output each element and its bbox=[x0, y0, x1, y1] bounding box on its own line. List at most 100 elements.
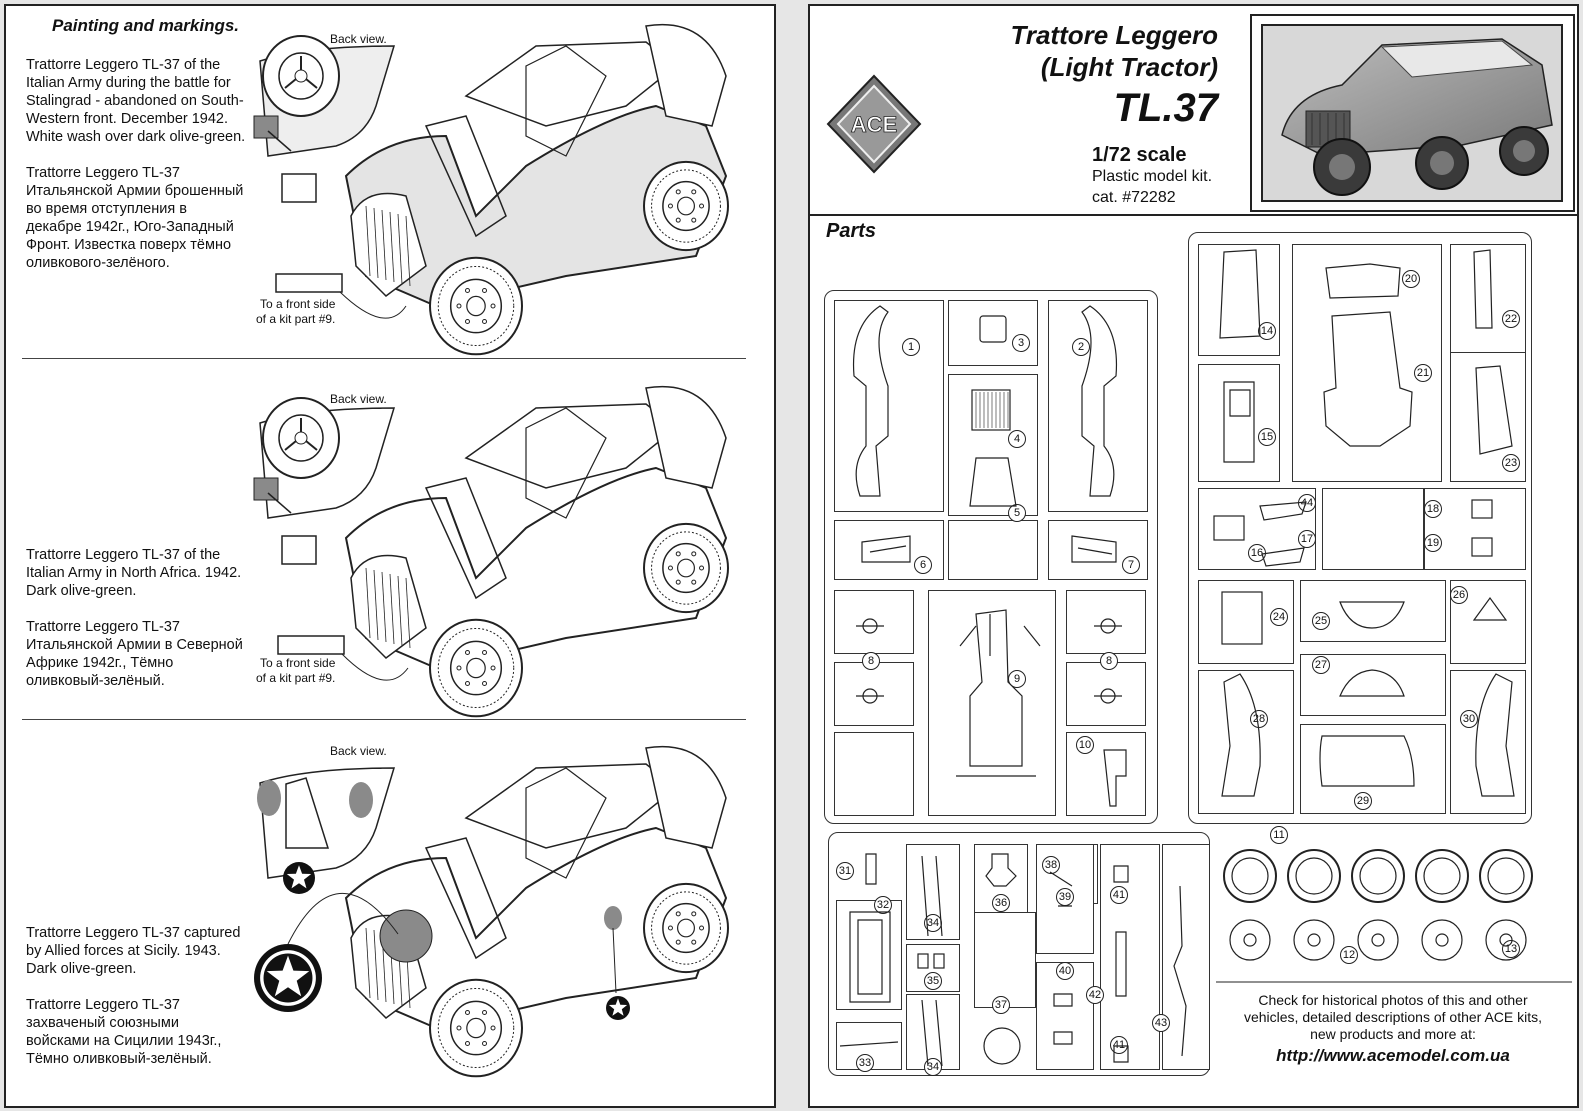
separator-2 bbox=[22, 719, 746, 720]
part-cell bbox=[1066, 590, 1146, 654]
rear-panel-1 bbox=[253, 115, 279, 139]
plate-decal-2 bbox=[281, 535, 317, 565]
part-number-42: 42 bbox=[1086, 986, 1104, 1004]
part-number-26: 26 bbox=[1450, 586, 1468, 604]
part-tyre-inner bbox=[1423, 857, 1461, 895]
part-tyre-11 bbox=[1223, 849, 1277, 903]
catalog-label: cat. #72282 bbox=[1092, 189, 1176, 206]
part-cell bbox=[1322, 488, 1424, 570]
part-35a bbox=[917, 953, 929, 969]
part-tyre-inner bbox=[1487, 857, 1525, 895]
part-29 bbox=[1319, 735, 1415, 787]
part-cell bbox=[1048, 300, 1148, 512]
part-23 bbox=[1475, 365, 1513, 455]
website-link[interactable]: http://www.acemodel.com.ua bbox=[1276, 1046, 1510, 1065]
ace-logo: ACE bbox=[826, 74, 922, 174]
part-cell bbox=[1300, 654, 1446, 716]
part-cell bbox=[1450, 244, 1526, 356]
part-number-12: 12 bbox=[1340, 946, 1358, 964]
part-32 bbox=[849, 911, 891, 1003]
back-view-label-3: Back view. bbox=[330, 744, 387, 758]
kit-type-label: Plastic model kit. bbox=[1092, 168, 1213, 185]
part-number-27: 27 bbox=[1312, 656, 1330, 674]
part-18 bbox=[1471, 499, 1493, 519]
part-27 bbox=[1339, 669, 1405, 697]
part-rim-12 bbox=[1485, 919, 1527, 961]
part-cell bbox=[928, 590, 1056, 816]
part-number-33: 33 bbox=[856, 1054, 874, 1072]
part-17 bbox=[1261, 547, 1305, 567]
ace-logo-text: ACE bbox=[851, 112, 897, 137]
painting-title: Painting and markings. bbox=[52, 16, 240, 35]
part-shape bbox=[1435, 933, 1449, 947]
part-cell bbox=[1066, 662, 1146, 726]
part-42 bbox=[1115, 931, 1127, 997]
part-number-25: 25 bbox=[1312, 612, 1330, 630]
part-cell bbox=[1450, 580, 1526, 664]
part-28 bbox=[1472, 596, 1508, 621]
part-number-35: 35 bbox=[924, 972, 942, 990]
part-cell bbox=[1162, 844, 1210, 1070]
part-shape bbox=[1243, 933, 1257, 947]
back-view-label-1: Back view. bbox=[330, 32, 387, 46]
title-line-2: (Light Tractor) bbox=[1040, 52, 1218, 82]
vehicle-drawing-3 bbox=[254, 745, 729, 1078]
painting-markings-page: Painting and markings. Trattorre Leggero… bbox=[4, 4, 776, 1108]
vehicle-body-3 bbox=[287, 745, 729, 1078]
back-view-1 bbox=[253, 35, 396, 203]
part-cell bbox=[834, 300, 944, 512]
part-number-2: 2 bbox=[1072, 338, 1090, 356]
parts-page: ACE Trattore Leggero (Light Tractor) TL.… bbox=[808, 4, 1579, 1108]
part-22 bbox=[1473, 249, 1493, 329]
part-number-28: 28 bbox=[1250, 710, 1268, 728]
front-note-1: To a front side of a kit part #9. bbox=[256, 297, 336, 326]
part-number-8: 8 bbox=[1100, 652, 1118, 670]
vehicle-body-2 bbox=[277, 385, 729, 718]
part-cell bbox=[974, 912, 1036, 1008]
title-line-1: Trattore Leggero bbox=[1010, 20, 1218, 50]
part-cell bbox=[906, 994, 960, 1070]
part-cell bbox=[1300, 580, 1446, 642]
part-34a bbox=[921, 855, 943, 937]
part-number-7: 7 bbox=[1122, 556, 1140, 574]
part-24 bbox=[1221, 591, 1263, 645]
part-number-32: 32 bbox=[874, 896, 892, 914]
front-plate-decal-1 bbox=[275, 273, 343, 293]
part-rim-12 bbox=[1229, 919, 1271, 961]
part-25 bbox=[1221, 673, 1261, 797]
part-19 bbox=[1471, 537, 1493, 557]
part-15 bbox=[1223, 381, 1255, 463]
rear-marking-right bbox=[349, 782, 373, 818]
part-number-31: 31 bbox=[836, 862, 854, 880]
scheme-1-ru: Trattorre Leggero TL-37 Итальянской Арми… bbox=[26, 165, 244, 271]
parts-heading: Parts bbox=[826, 220, 877, 242]
vehicle-body-1 bbox=[275, 23, 729, 356]
rear-panel-2 bbox=[253, 477, 279, 501]
spare-wheel-1 bbox=[645, 23, 727, 127]
scheme-2-en: Trattorre Leggero TL-37 of the Italian A… bbox=[26, 547, 242, 599]
part-14 bbox=[1219, 249, 1261, 339]
front-plate-decal-2 bbox=[277, 635, 345, 655]
hood-marking bbox=[379, 909, 433, 963]
part-tyre-11 bbox=[1479, 849, 1533, 903]
part-number-6: 6 bbox=[914, 556, 932, 574]
vehicle-windscreen-3 bbox=[424, 837, 507, 960]
part-21 bbox=[1323, 311, 1413, 447]
part-chassis-9 bbox=[969, 609, 1023, 767]
vehicle-illustrations bbox=[253, 23, 729, 1078]
part-16 bbox=[1213, 515, 1245, 541]
spare-wheel-3 bbox=[645, 745, 727, 849]
scale-label: 1/72 scale bbox=[1092, 144, 1187, 166]
part-number-18: 18 bbox=[1424, 500, 1442, 518]
part-shape bbox=[1307, 933, 1321, 947]
part-43 bbox=[1173, 885, 1187, 1057]
vehicle-drawing-1 bbox=[253, 23, 729, 356]
front-note-2: To a front side of a kit part #9. bbox=[256, 656, 336, 685]
part-31 bbox=[865, 853, 877, 885]
photo-frame bbox=[1250, 14, 1575, 212]
scheme-2-text: Trattorre Leggero TL-37 of the Italian A… bbox=[26, 546, 246, 708]
part-number-5: 5 bbox=[1008, 504, 1026, 522]
part-rim-12 bbox=[1421, 919, 1463, 961]
part-38-39 bbox=[1049, 871, 1073, 907]
scheme-3-en: Trattorre Leggero TL-37 captured by Alli… bbox=[26, 925, 241, 977]
